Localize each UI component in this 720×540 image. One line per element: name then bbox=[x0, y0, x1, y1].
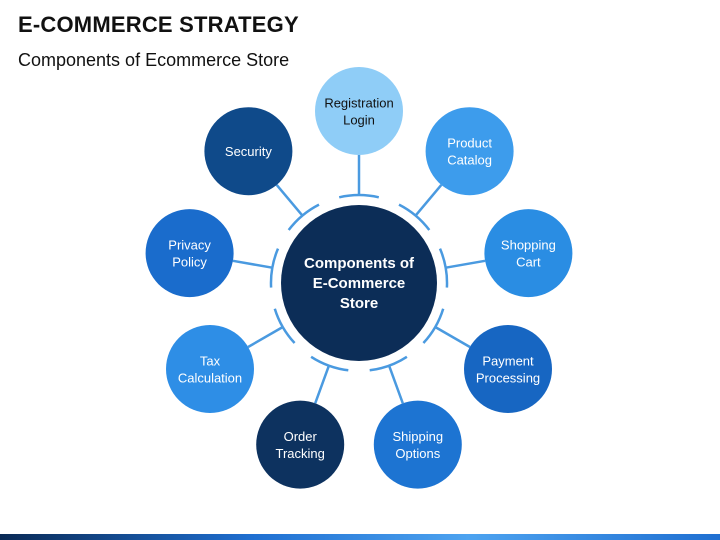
node-label-line: Shipping bbox=[392, 429, 443, 444]
connector-bracket bbox=[338, 193, 380, 199]
node-label: Security bbox=[225, 144, 272, 159]
node-label-line: Payment bbox=[482, 354, 534, 369]
connector-line bbox=[314, 365, 331, 404]
node-circle bbox=[425, 107, 514, 196]
center-label-line: E-Commerce bbox=[313, 275, 406, 292]
connector-bracket bbox=[369, 355, 408, 372]
center-label-line: Store bbox=[340, 295, 378, 312]
connector-bracket bbox=[269, 248, 280, 288]
node-label-line: Catalog bbox=[447, 153, 492, 168]
slide-title: E-COMMERCE STRATEGY bbox=[18, 12, 299, 37]
bottom-accent-bar bbox=[0, 534, 720, 540]
center-circle bbox=[281, 205, 437, 361]
connector-line bbox=[414, 184, 443, 217]
node-label-line: Order bbox=[284, 429, 318, 444]
connector-line bbox=[275, 184, 304, 217]
node-label-line: Options bbox=[395, 446, 440, 461]
node-security: Security bbox=[204, 107, 293, 196]
node-label-line: Privacy bbox=[168, 238, 211, 253]
connector-line bbox=[247, 325, 284, 349]
node-label-line: Tax bbox=[200, 354, 221, 369]
node-circle bbox=[315, 67, 403, 155]
node-circle bbox=[204, 107, 293, 196]
node-circle bbox=[464, 325, 552, 413]
node-label-line: Policy bbox=[172, 255, 207, 270]
node-circle bbox=[145, 209, 234, 298]
connector-line bbox=[387, 365, 404, 404]
connector-line bbox=[232, 259, 273, 269]
connector-line bbox=[445, 259, 486, 269]
node-circle bbox=[373, 400, 462, 489]
center-label-line: Components of bbox=[304, 255, 415, 272]
node-circle bbox=[166, 325, 254, 413]
node-label-line: Tracking bbox=[276, 446, 325, 461]
node-label-line: Processing bbox=[476, 371, 540, 386]
node-label-line: Product bbox=[447, 136, 492, 151]
connector-line bbox=[434, 325, 471, 349]
slide-subtitle: Components of Ecommerce Store bbox=[18, 50, 290, 70]
connectors bbox=[232, 155, 486, 404]
node-label-line: Shopping bbox=[501, 238, 556, 253]
node-label-line: Login bbox=[343, 113, 375, 128]
node-label-line: Cart bbox=[516, 255, 541, 270]
node-circle bbox=[484, 209, 573, 298]
node-circle bbox=[256, 400, 345, 489]
connector-bracket bbox=[310, 355, 349, 372]
connector-bracket bbox=[438, 248, 449, 288]
node-label-line: Calculation bbox=[178, 371, 242, 386]
node-label-line: Registration bbox=[324, 96, 393, 111]
node-label-line: Security bbox=[225, 144, 272, 159]
